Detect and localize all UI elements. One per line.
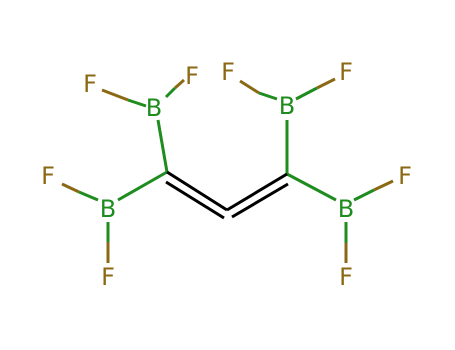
bond-c2-c3-double xyxy=(226,172,289,219)
atom-f4-label: F xyxy=(339,58,353,86)
bond-b2-f4 xyxy=(295,77,336,101)
atom-b1-label: B xyxy=(146,94,162,122)
bond-c1-c2-double xyxy=(165,170,228,220)
bond-b2-f3 xyxy=(239,79,278,101)
bond-c3-b4 xyxy=(286,172,337,202)
bond-b4-f7 xyxy=(353,179,394,202)
bond-b1-f2 xyxy=(164,78,185,99)
bond-b3-f5 xyxy=(61,182,99,202)
atom-b3-label: B xyxy=(100,195,116,223)
atom-f1-label: F xyxy=(83,70,97,98)
atom-f2-label: F xyxy=(185,62,199,90)
atom-b4-label: B xyxy=(338,195,354,223)
atom-f3-label: F xyxy=(221,58,235,86)
atom-f8-label: F xyxy=(339,263,353,291)
atom-f5-label: F xyxy=(41,162,55,190)
bond-b1-f1 xyxy=(101,88,147,108)
bond-c1-b3 xyxy=(117,170,168,202)
atom-labels: F F B F F B F B F B F F xyxy=(41,58,412,291)
atom-f6-label: F xyxy=(101,263,115,291)
atom-f7-label: F xyxy=(398,162,412,190)
bonds xyxy=(61,77,394,263)
atom-b2-label: B xyxy=(279,92,295,120)
bond-b1-c1 xyxy=(156,119,169,173)
